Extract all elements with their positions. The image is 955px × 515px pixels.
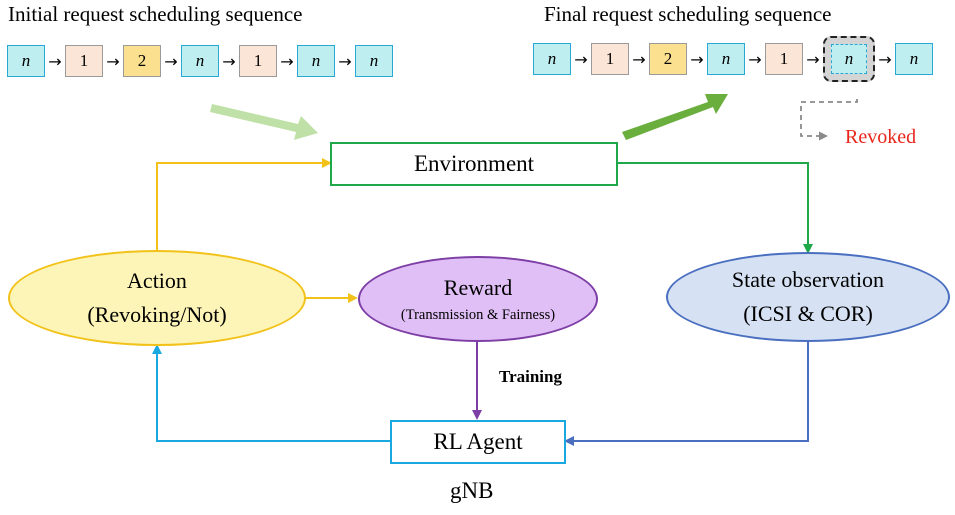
action-title: Action bbox=[127, 268, 187, 293]
revoked-label: Revoked bbox=[845, 126, 917, 148]
request-cell: n bbox=[181, 45, 219, 77]
action-subtitle: (Revoking/Not) bbox=[87, 302, 227, 327]
gnb-label: gNB bbox=[450, 478, 494, 503]
rl-agent-node: RL Agent bbox=[390, 420, 566, 464]
sequence-arrow: → bbox=[338, 51, 352, 71]
reward-title: Reward bbox=[443, 274, 513, 300]
sequence-arrow: → bbox=[106, 51, 120, 71]
request-cell: 1 bbox=[765, 43, 803, 75]
sequence-arrow: → bbox=[574, 49, 588, 69]
final-sequence-title: Final request scheduling sequence bbox=[544, 2, 832, 26]
sequence-arrow: → bbox=[164, 51, 178, 71]
environment-label: Environment bbox=[413, 151, 535, 176]
revoked-highlight: n bbox=[823, 36, 875, 82]
sequence-arrow: → bbox=[748, 49, 762, 69]
request-cell: 2 bbox=[123, 45, 161, 77]
environment-node: Environment bbox=[330, 142, 618, 186]
request-cell: n bbox=[707, 43, 745, 75]
sequence-arrow: → bbox=[878, 49, 892, 69]
sequence-arrow: → bbox=[806, 49, 820, 69]
edge-agent-to-action bbox=[152, 344, 390, 442]
initial-sequence-title: Initial request scheduling sequence bbox=[8, 2, 303, 26]
edge-action-to-environment bbox=[156, 158, 332, 250]
state-observation-node: State observation (ICSI & COR) bbox=[666, 252, 950, 342]
final-sequence: n→1→2→n→1→n→n bbox=[533, 36, 933, 82]
input-arrow bbox=[210, 104, 318, 140]
action-node: Action (Revoking/Not) bbox=[8, 250, 306, 346]
revoked-connector bbox=[800, 99, 858, 141]
request-cell: n bbox=[355, 45, 393, 77]
edge-environment-to-state bbox=[618, 162, 813, 254]
request-cell: n bbox=[297, 45, 335, 77]
request-cell: n bbox=[533, 43, 571, 75]
sequence-arrow: → bbox=[280, 51, 294, 71]
output-arrow bbox=[622, 94, 728, 140]
request-cell: n bbox=[895, 43, 933, 75]
request-cell: 1 bbox=[591, 43, 629, 75]
revoked-request-cell: n bbox=[831, 44, 867, 74]
request-cell: 1 bbox=[65, 45, 103, 77]
training-label: Training bbox=[499, 367, 562, 386]
request-cell: n bbox=[7, 45, 45, 77]
reward-node: Reward (Transmission & Fairness) bbox=[358, 256, 598, 342]
reward-subtitle: (Transmission & Fairness) bbox=[400, 306, 556, 323]
request-cell: 1 bbox=[239, 45, 277, 77]
sequence-arrow: → bbox=[632, 49, 646, 69]
request-cell: 2 bbox=[649, 43, 687, 75]
sequence-arrow: → bbox=[690, 49, 704, 69]
sequence-arrow: → bbox=[48, 51, 62, 71]
rl-agent-label: RL Agent bbox=[433, 429, 523, 454]
state-subtitle: (ICSI & COR) bbox=[743, 301, 873, 326]
edge-state-to-agent bbox=[564, 340, 809, 446]
initial-sequence: n→1→2→n→1→n→n bbox=[7, 43, 393, 79]
state-title: State observation bbox=[731, 267, 885, 292]
sequence-arrow: → bbox=[222, 51, 236, 71]
